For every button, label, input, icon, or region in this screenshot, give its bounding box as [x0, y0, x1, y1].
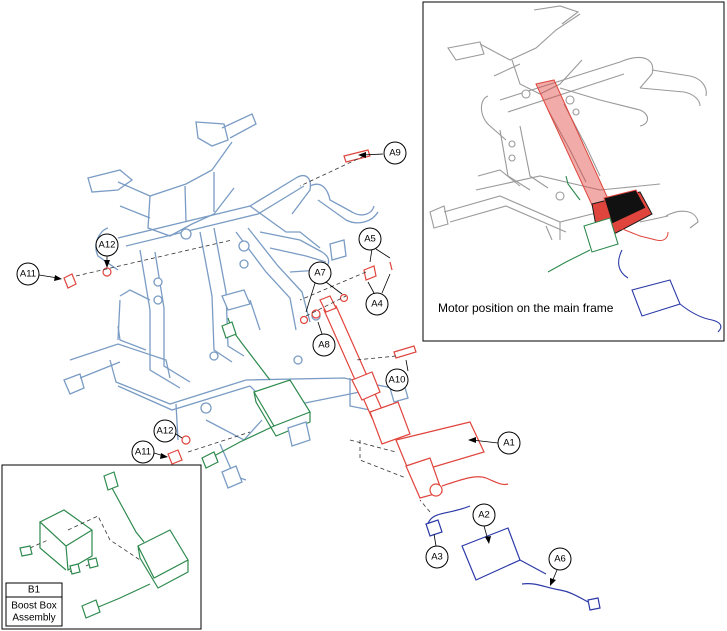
callout-a6: A6	[548, 547, 572, 586]
svg-text:A11: A11	[135, 447, 151, 458]
inset-motor-position: Motor position on the main frame	[422, 1, 725, 342]
boost-box	[201, 317, 311, 469]
callout-a3: A3	[425, 533, 449, 569]
svg-text:A6: A6	[554, 554, 566, 565]
inset-boost-box	[547, 175, 619, 273]
callout-a2: A2	[472, 503, 496, 544]
svg-text:A3: A3	[431, 552, 443, 563]
callout-a4: A4	[365, 273, 391, 316]
b1-label-line1: Boost Box	[11, 601, 57, 612]
callout-a11-top: A11	[16, 262, 62, 286]
svg-text:A12: A12	[157, 426, 174, 437]
svg-text:A2: A2	[478, 510, 490, 521]
svg-text:A12: A12	[99, 240, 116, 251]
svg-text:A11: A11	[20, 269, 36, 280]
callout-a12-top: A12	[95, 233, 119, 268]
svg-text:A7: A7	[314, 268, 326, 279]
inset-boost-drawing	[19, 471, 189, 619]
inset-power-supply	[618, 249, 722, 333]
svg-text:A9: A9	[389, 148, 401, 159]
svg-text:A5: A5	[364, 234, 376, 245]
inset-caption: Motor position on the main frame	[438, 301, 614, 315]
callout-a9: A9	[358, 141, 407, 165]
lift-chair-frame	[63, 113, 409, 489]
callout-a11-bottom: A11	[131, 440, 168, 464]
inset-boost-box-assembly: B1 Boost Box Assembly	[1, 464, 202, 630]
b1-id: B1	[28, 585, 41, 596]
callout-a10: A10	[385, 359, 409, 392]
svg-text:A8: A8	[318, 340, 330, 351]
power-supply	[425, 505, 601, 611]
svg-text:A10: A10	[389, 375, 406, 386]
inset-frame-drawing	[429, 5, 707, 241]
callout-a7: A7	[305, 261, 343, 313]
svg-text:A4: A4	[371, 299, 383, 310]
b1-label-line2: Assembly	[12, 613, 55, 624]
callout-a1: A1	[468, 431, 521, 455]
lift-actuator	[63, 149, 509, 499]
callout-a5: A5	[358, 227, 391, 263]
callout-a8: A8	[312, 321, 336, 357]
svg-text:A1: A1	[503, 438, 515, 449]
b1-label-box: B1 Boost Box Assembly	[5, 582, 63, 627]
callout-a12-bottom: A12	[153, 419, 183, 443]
